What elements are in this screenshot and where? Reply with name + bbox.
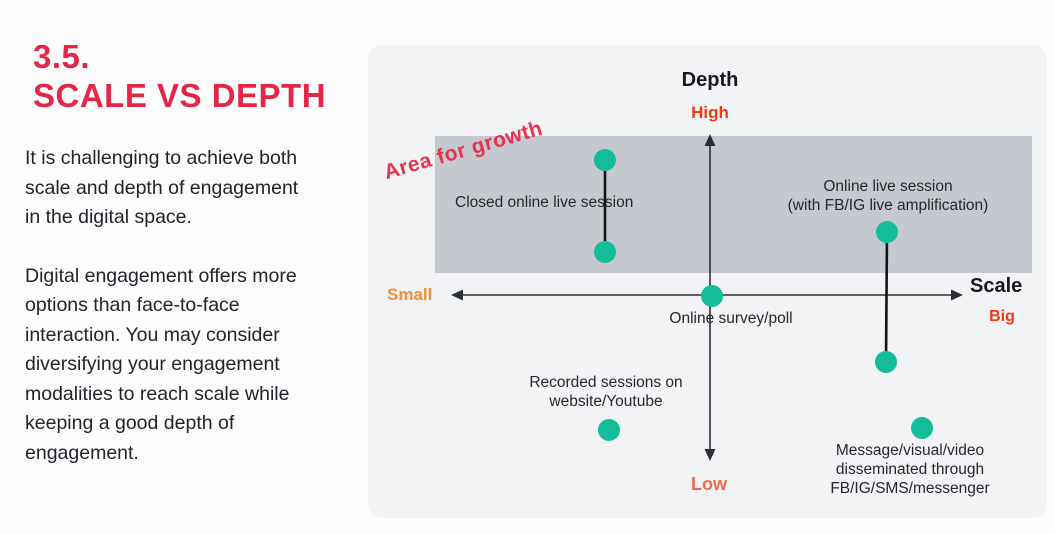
depth-axis-label: Depth <box>681 69 739 91</box>
diagram-canvas <box>435 134 1032 461</box>
scale-big-label: Big <box>989 308 1015 325</box>
area-for-growth-band <box>435 136 1032 273</box>
closed-session-high-dot <box>594 149 616 171</box>
scale-axis-right-arrowhead <box>951 289 963 301</box>
depth-high-label: High <box>691 103 729 122</box>
recorded-sessions-label: Recorded sessions on website/Youtube <box>529 374 683 410</box>
scale-depth-diagram-panel: Depth High Low Scale Small Big Area for … <box>368 45 1047 518</box>
closed-session-label: Closed online live session <box>455 194 634 211</box>
scale-axis-label: Scale <box>970 275 1023 297</box>
depth-axis-down-arrowhead <box>704 449 716 461</box>
scale-axis-left-arrowhead <box>451 289 463 301</box>
depth-axis-up-arrowhead <box>704 134 716 146</box>
recorded-sessions-dot <box>598 419 620 441</box>
online-live-label: Online live session (with FB/IG live amp… <box>787 178 989 214</box>
scale-small-label: Small <box>387 285 433 304</box>
closed-session-low-dot <box>594 241 616 263</box>
online-live-connector-line <box>884 231 889 363</box>
message-dissemination-label: Message/visual/video disseminated throug… <box>830 442 990 497</box>
survey-dot <box>701 285 723 307</box>
text-column: 3.5. SCALE VS DEPTH It is challenging to… <box>25 38 370 497</box>
online-live-low-dot <box>875 351 897 373</box>
intro-paragraph: It is challenging to achieve both scale … <box>25 147 299 228</box>
page-title: SCALE VS DEPTH <box>33 77 327 114</box>
message-dissemination-dot <box>911 417 933 439</box>
section-number: 3.5. <box>33 38 91 75</box>
survey-poll-label: Online survey/poll <box>669 310 793 327</box>
depth-low-label: Low <box>691 474 727 494</box>
online-live-high-dot <box>876 221 898 243</box>
body-paragraph: Digital engagement offers more options t… <box>25 264 297 464</box>
